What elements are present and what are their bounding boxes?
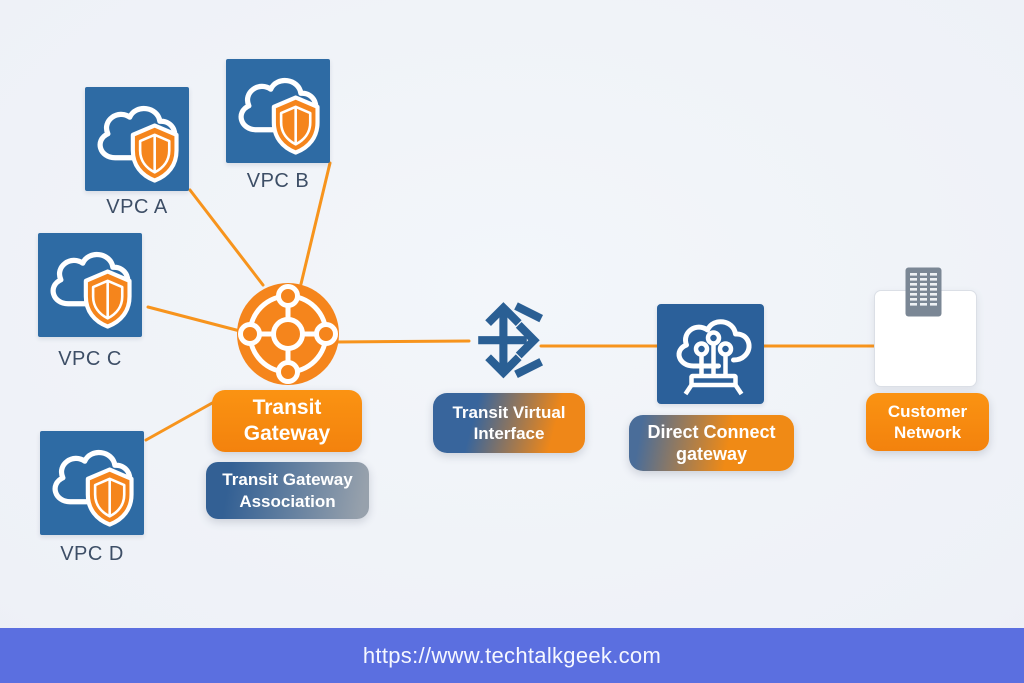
transit-gateway-association-label: Transit Gateway Association xyxy=(206,462,369,519)
vpc-a-label: VPC A xyxy=(106,196,168,218)
transit-virtual-interface-node xyxy=(462,297,552,387)
vpc-c-label: VPC C xyxy=(58,348,122,370)
transit-virtual-interface-label: Transit Virtual Interface xyxy=(433,393,585,453)
line-vpc-b-to-tgw xyxy=(299,161,332,286)
cloud-circuit-icon xyxy=(676,319,752,396)
vpc-c-node xyxy=(38,233,142,337)
vpc-d-label: VPC D xyxy=(60,543,124,565)
footer-url: https://www.techtalkgeek.com xyxy=(362,642,662,668)
vpc-d-node xyxy=(40,431,144,535)
cloud-shield-icon xyxy=(238,78,320,155)
line-vpc-c-to-tgw xyxy=(146,305,242,333)
line-vpc-a-to-tgw xyxy=(188,188,265,287)
line-vpc-d-to-tgw xyxy=(144,400,216,442)
footer-bar: https://www.techtalkgeek.com xyxy=(0,628,1024,683)
customer-network-label: Customer Network xyxy=(866,393,989,451)
transit-gateway-label: Transit Gateway xyxy=(212,390,362,452)
direct-connect-gateway-node xyxy=(657,304,764,404)
vpc-a-node xyxy=(85,87,189,191)
cloud-shield-icon xyxy=(97,106,179,183)
direct-connect-gateway-label: Direct Connect gateway xyxy=(629,415,794,471)
vpc-b-label: VPC B xyxy=(246,170,310,192)
hub-network-icon xyxy=(237,283,339,385)
cloud-shield-icon xyxy=(50,252,132,329)
cloud-shield-icon xyxy=(52,450,134,527)
crossing-arrows-icon xyxy=(478,302,544,379)
building-icon xyxy=(905,267,942,317)
line-tgw-to-tvi xyxy=(335,339,471,344)
transit-gateway-node xyxy=(236,282,340,386)
vpc-b-node xyxy=(226,59,330,163)
